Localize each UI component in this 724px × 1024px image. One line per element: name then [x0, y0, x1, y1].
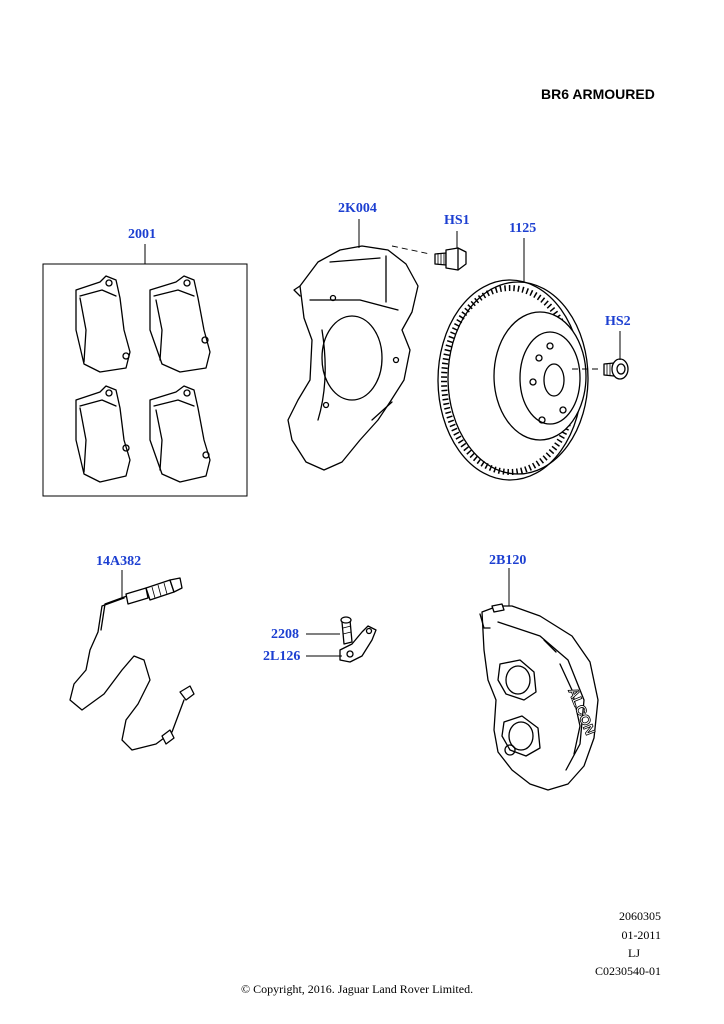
splash-shield[interactable]	[288, 219, 418, 470]
copyright: © Copyright, 2016. Jaguar Land Rover Lim…	[241, 982, 474, 996]
diagram-title: BR6 ARMOURED	[541, 86, 655, 102]
ref-initials: LJ	[628, 946, 640, 960]
callout-bleed-screw[interactable]: 2208	[271, 627, 299, 642]
callout-wear-sensor[interactable]: 14A382	[96, 554, 142, 569]
callout-pads[interactable]: 2001	[128, 227, 156, 242]
ref-number: 2060305	[619, 909, 661, 923]
callout-shield-bolt[interactable]: HS1	[444, 213, 470, 228]
pad-kit-box	[43, 264, 247, 496]
ref-date: 01-2011	[621, 928, 661, 942]
bleed-screw[interactable]	[306, 617, 352, 644]
brake-caliper[interactable]: ALCON	[480, 568, 599, 790]
disc-screw[interactable]	[572, 331, 628, 379]
brake-disc[interactable]	[438, 238, 588, 480]
brake-pad-4	[150, 386, 210, 482]
mounting-bracket[interactable]	[306, 626, 376, 662]
brake-pad-2	[150, 276, 210, 372]
callout-caliper[interactable]: 2B120	[489, 553, 527, 568]
shield-bolt[interactable]	[392, 231, 466, 270]
brake-pads-group[interactable]	[43, 244, 247, 496]
brake-pad-1	[76, 276, 130, 372]
callout-disc-screw[interactable]: HS2	[605, 314, 631, 329]
callout-shield[interactable]: 2K004	[338, 201, 377, 216]
wear-sensor[interactable]	[70, 570, 194, 750]
ref-code: C0230540-01	[595, 964, 661, 978]
callout-bracket[interactable]: 2L126	[263, 649, 301, 664]
brake-pad-3	[76, 386, 130, 482]
callout-disc[interactable]: 1125	[509, 221, 537, 236]
